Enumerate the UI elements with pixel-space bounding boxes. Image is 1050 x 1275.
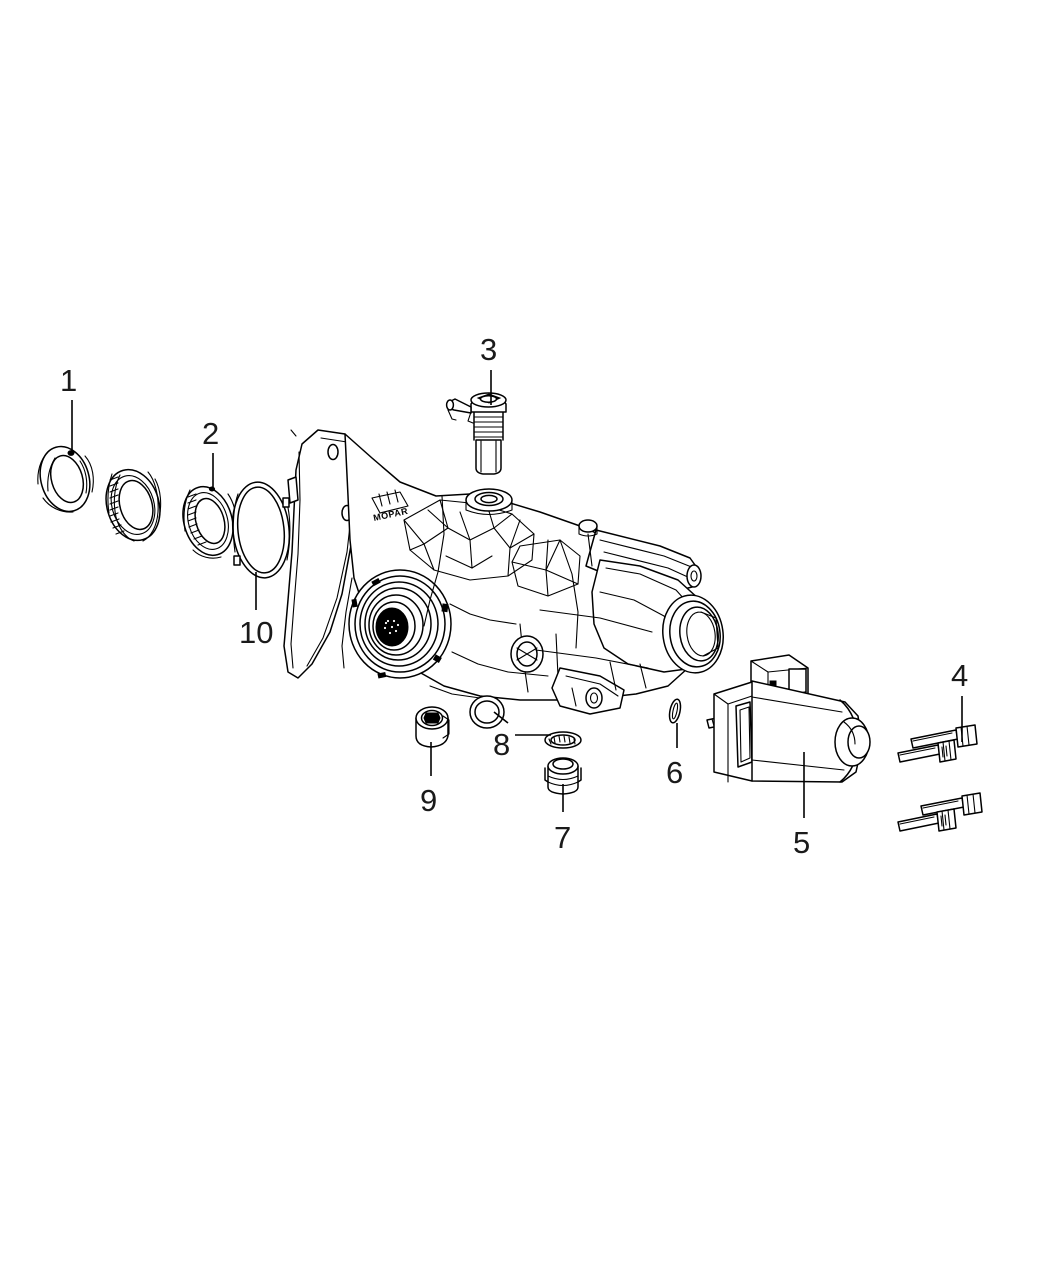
callout-label-5[interactable]: 5 <box>793 825 811 860</box>
callout-label-2[interactable]: 2 <box>202 416 220 451</box>
callout-label-9[interactable]: 9 <box>420 783 438 818</box>
housing-ribbing-lower <box>511 539 581 597</box>
part-small-o-ring <box>668 698 682 724</box>
part-hex-socket-bolts <box>897 724 983 832</box>
callout-label-6[interactable]: 6 <box>666 755 684 790</box>
part-vent-assembly <box>445 392 507 475</box>
part-bearing-ring <box>105 468 162 542</box>
part-fill-drain-plug <box>544 731 582 795</box>
part-plug-bolt <box>415 706 450 748</box>
leader-8b <box>493 711 509 724</box>
housing-front-bore <box>348 569 452 679</box>
callout-label-7[interactable]: 7 <box>554 820 572 855</box>
part-snap-ring <box>37 445 94 513</box>
callout-label-8[interactable]: 8 <box>493 727 511 762</box>
part-seal-ring <box>182 485 238 559</box>
callout-leader-lines <box>71 370 963 818</box>
callout-label-1[interactable]: 1 <box>60 363 78 398</box>
part-washer <box>469 695 505 729</box>
part-actuator-motor <box>706 654 871 783</box>
callout-label-3[interactable]: 3 <box>480 332 498 367</box>
part-o-ring-gasket <box>231 481 291 579</box>
callout-label-10[interactable]: 10 <box>239 615 274 650</box>
housing-ribbing <box>403 499 535 581</box>
callout-label-4[interactable]: 4 <box>951 658 969 693</box>
part-ptu-housing: MOPAR <box>283 429 724 715</box>
